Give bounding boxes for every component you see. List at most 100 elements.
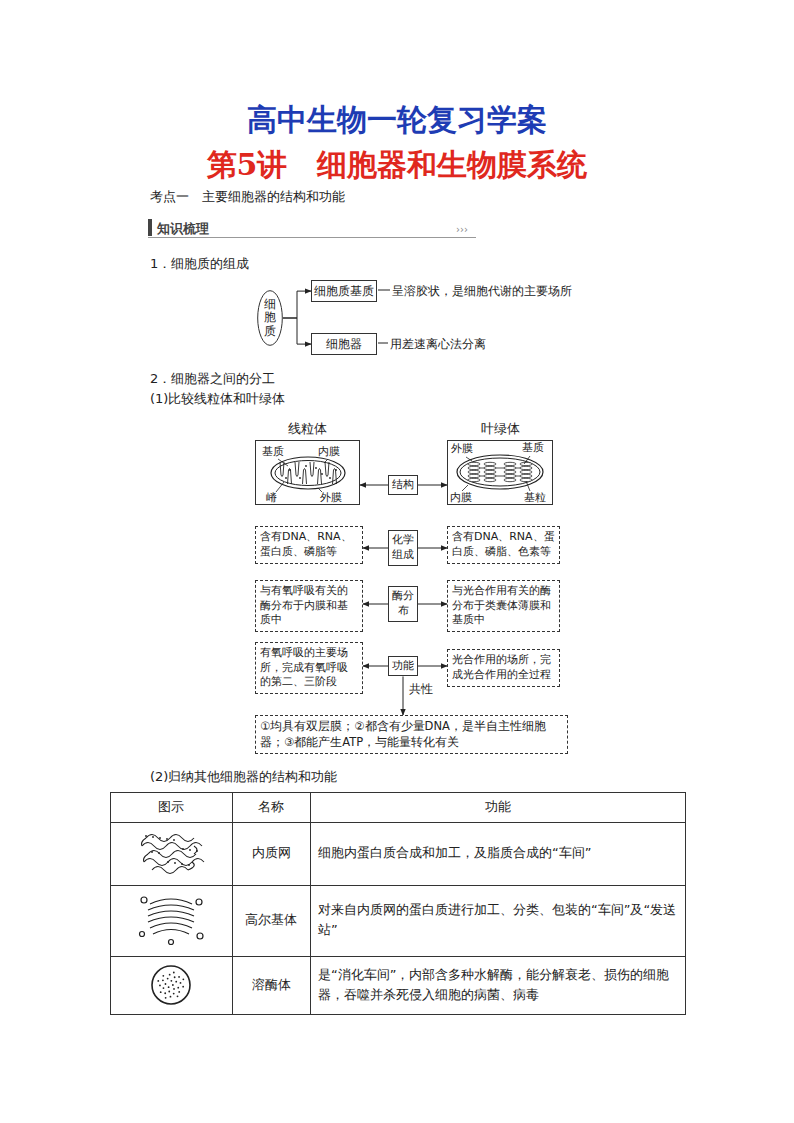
cisterna (148, 917, 194, 922)
dashed-box: 含有DNA、RNA、蛋白质、磷脂等 (255, 526, 363, 564)
process-box: 结构 (388, 475, 418, 496)
table-grid (110, 792, 686, 1015)
matrix-dot (289, 469, 291, 471)
ribosome (189, 849, 191, 851)
part-name: 内膜 (318, 445, 340, 458)
thylakoid-disc (504, 478, 516, 481)
ribosome (196, 850, 198, 852)
table-line (110, 885, 686, 886)
cisterna (150, 923, 192, 928)
matrix-dot (305, 465, 307, 467)
chloroplast-figure (457, 455, 543, 489)
crista (280, 462, 284, 477)
lysosome-membrane (152, 966, 190, 1004)
organelle-heading: 叶绿体 (448, 420, 552, 438)
crista (303, 469, 307, 485)
crista (295, 462, 299, 477)
node-text: 细胞质基质 (314, 283, 374, 299)
table-header: 图示 (110, 797, 232, 817)
description: 呈溶胶状，是细胞代谢的主要场所 (392, 282, 572, 300)
thylakoid-disc (468, 466, 480, 469)
item-heading: (2)归纳其他细胞器的结构和功能 (150, 767, 337, 787)
oval-node: 细胞质 (257, 290, 283, 346)
matrix-dot (335, 469, 337, 471)
er-membrane (146, 835, 194, 842)
enzyme-dot (162, 975, 164, 977)
organelle-heading: 线粒体 (256, 420, 359, 438)
node-text: 细胞器 (314, 336, 374, 352)
enzyme-dot (168, 986, 170, 988)
enzyme-dot (178, 976, 180, 978)
thylakoid-disc (484, 470, 496, 473)
connector-arrow (363, 604, 388, 605)
leader-line (466, 457, 472, 461)
thylakoid-disc (468, 474, 480, 477)
ribosome (167, 861, 169, 863)
thylakoid-disc (504, 466, 516, 469)
table-cell: 高尔基体 (232, 910, 310, 930)
enzyme-dot (160, 991, 162, 993)
enzyme-dot (170, 980, 172, 982)
golgi-figure (140, 897, 204, 945)
thylakoid-disc (504, 462, 516, 465)
connector-arrow (360, 485, 388, 486)
description: 用差速离心法分离 (390, 335, 486, 353)
item-heading: 1．细胞质的组成 (150, 254, 249, 274)
dashed-box: ①均具有双层膜；②都含有少量DNA，是半自主性细胞器；③都能产生ATP，与能量转… (255, 715, 568, 754)
thylakoid-disc (520, 466, 532, 469)
dashed-box: 光合作用的场所，完成光合作用的全过程 (447, 649, 560, 687)
enzyme-dot (165, 983, 167, 985)
ribosome (166, 838, 168, 840)
dashed-box: 有氧呼吸的主要场所，完成有氧呼吸的第二、三阶段 (255, 642, 363, 695)
enzyme-dot (168, 991, 170, 993)
node-text: 化学组成 (391, 533, 415, 563)
node-text: 与光合作用有关的酶分布于类囊体薄膜和基质中 (452, 584, 555, 629)
leader-line (524, 456, 530, 464)
crista (288, 469, 292, 485)
ribosome (152, 836, 154, 838)
section-heading: 考点一 主要细胞器的结构和功能 (150, 187, 345, 207)
part-name: 外膜 (320, 491, 342, 504)
node-text: 含有DNA、RNA、蛋白质、磷脂等 (260, 530, 358, 560)
vesicle (140, 932, 145, 937)
enzyme-dot (172, 984, 174, 986)
node-text: 有氧呼吸的主要场所，完成有氧呼吸的第二、三阶段 (260, 646, 358, 691)
dash-line (378, 343, 388, 344)
table-cell: 溶酶体 (232, 975, 310, 995)
cisterna (153, 930, 189, 935)
enzyme-dot (165, 997, 167, 999)
enzyme-dot (162, 979, 164, 981)
table-line (110, 956, 686, 957)
er-fold (142, 838, 198, 870)
matrix-dot (285, 477, 287, 479)
section-rule (148, 237, 476, 238)
part-name: 嵴 (266, 491, 277, 504)
lesson-title: 第5讲 细胞器和生物膜系统 (0, 142, 794, 187)
ribosome (188, 864, 190, 866)
ribosome (145, 835, 147, 837)
table-header: 名称 (232, 797, 310, 817)
enzyme-dot (182, 978, 184, 980)
er-membrane (144, 859, 204, 866)
cisterna (148, 905, 194, 910)
thylakoid-disc (484, 466, 496, 469)
crista (333, 469, 337, 485)
node-text: 细胞质 (264, 298, 276, 338)
edge-label: 共性 (408, 682, 434, 698)
cisterna (150, 899, 192, 904)
matrix-dot (299, 477, 301, 479)
enzyme-dot (173, 993, 175, 995)
ribosome (151, 851, 153, 853)
leader-line (526, 481, 530, 491)
er-membrane (152, 867, 188, 874)
item-heading: (1)比较线粒体和叶绿体 (150, 389, 285, 409)
vesicle (196, 899, 202, 905)
er-figure (142, 835, 205, 874)
dash-line (378, 290, 390, 291)
crista (310, 462, 314, 477)
node-text: 光合作用的场所，完成光合作用的全过程 (452, 653, 555, 683)
process-box: 功能 (388, 656, 418, 677)
thylakoid-disc (484, 478, 496, 481)
table-border (111, 793, 686, 1015)
er-membrane (142, 843, 202, 850)
